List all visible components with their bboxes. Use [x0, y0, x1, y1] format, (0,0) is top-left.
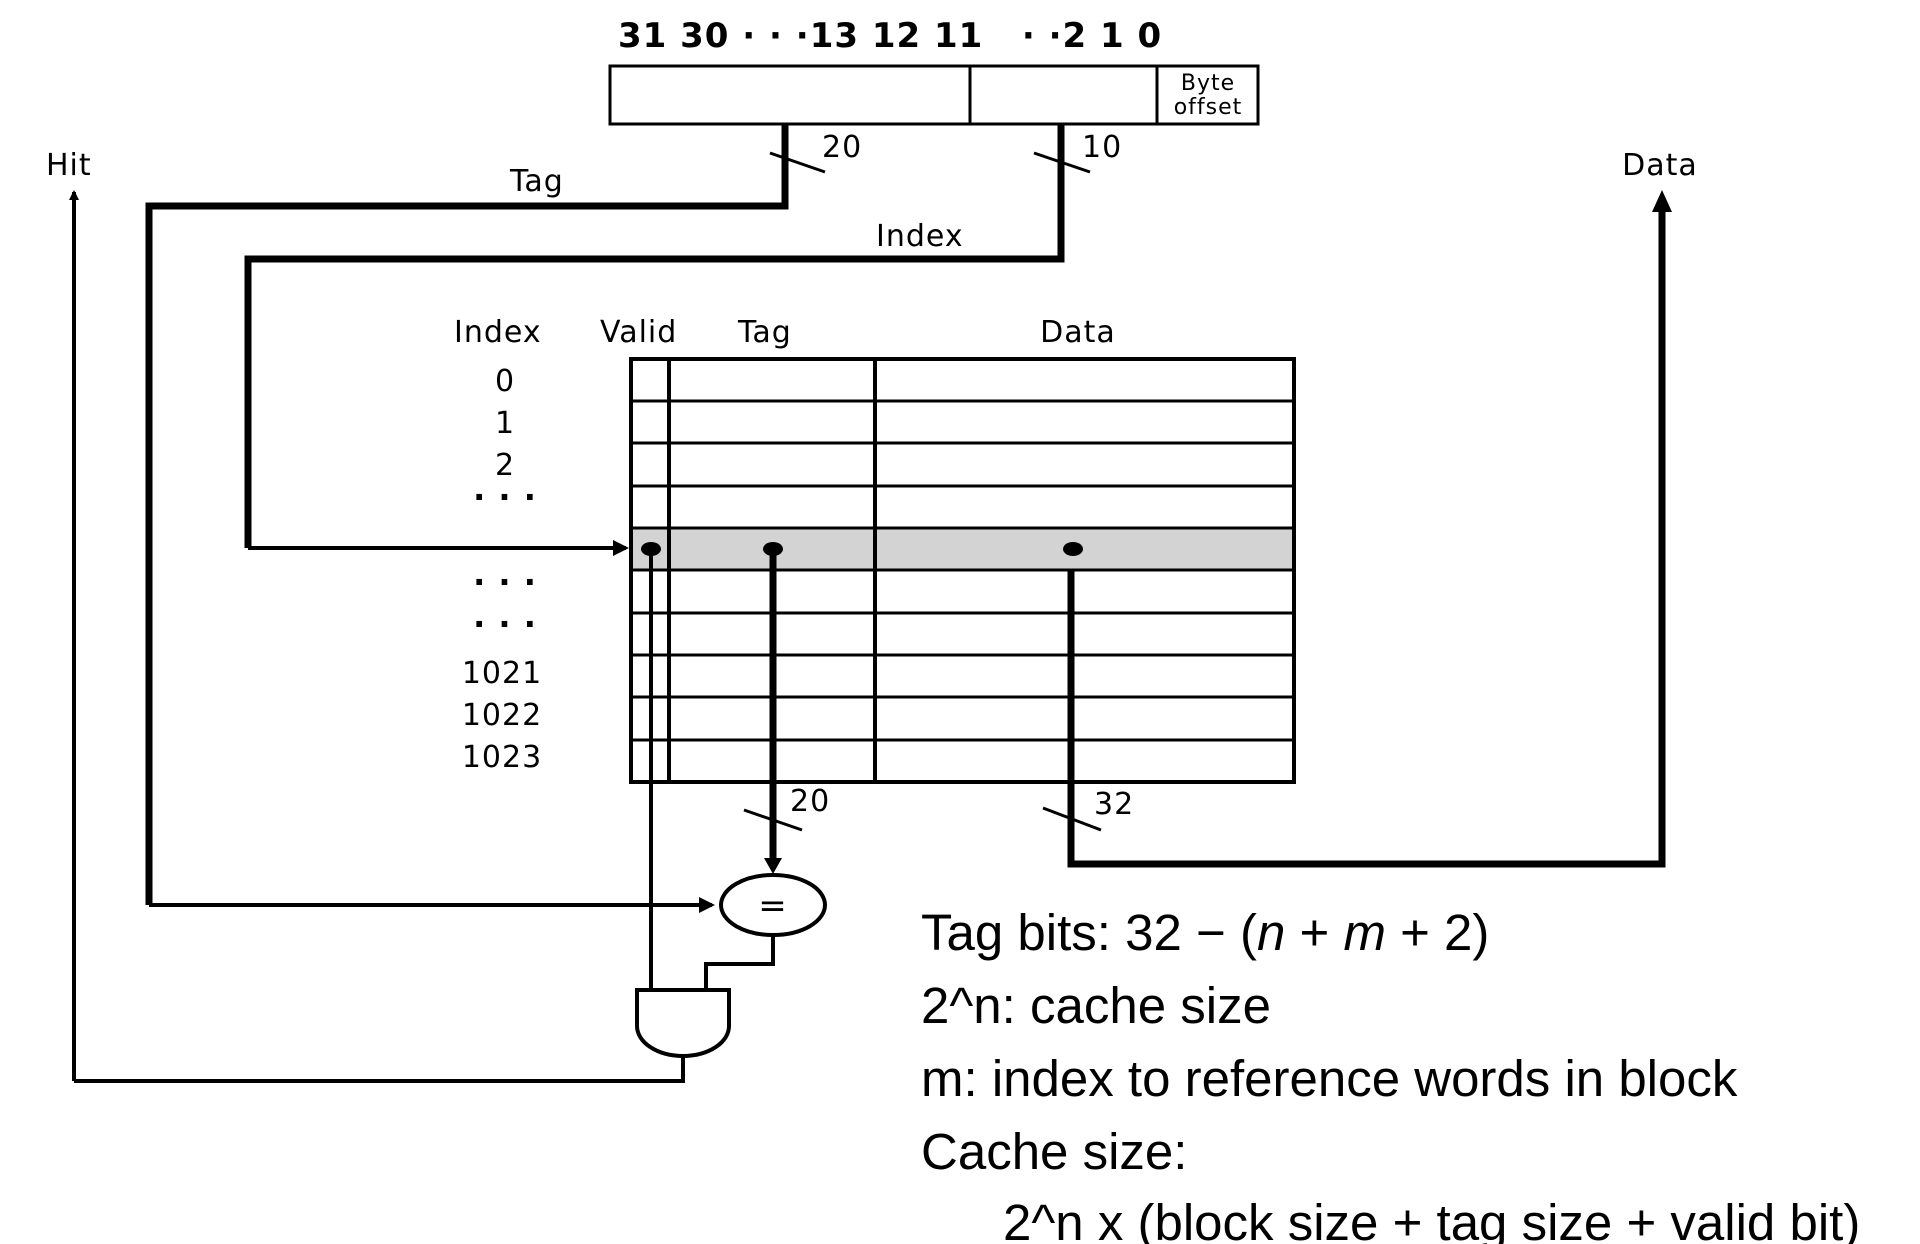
row-label-0: 0: [495, 364, 515, 399]
row-label-1023: 1023: [462, 740, 542, 775]
byte-offset-label-2: offset: [1174, 95, 1243, 120]
note-cache-size-formula: 2^n x (block size + tag size + valid bit…: [1003, 1194, 1860, 1244]
and-gate-output-wire: [74, 1052, 685, 1083]
row-ellipsis-3: · · ·: [473, 605, 537, 643]
note-tag-bits: Tag bits: 32 − (n + m + 2): [921, 904, 1489, 961]
note-var-n: n: [1257, 904, 1285, 961]
address-bit-positions: 31 30 · · ·13 12 11 · ·2 1 0: [618, 16, 1162, 56]
stored-tag-width-label: 20: [790, 784, 830, 819]
header-tag: Tag: [737, 315, 792, 350]
comparator-to-and-wire: [704, 935, 775, 990]
tag-width-slash: [769, 151, 826, 174]
data-output-wire: [1067, 210, 1666, 868]
row-label-2: 2: [495, 448, 515, 483]
row-label-1022: 1022: [462, 698, 542, 733]
row-label-1: 1: [495, 406, 515, 441]
header-valid: Valid: [600, 315, 677, 350]
data-output-label: Data: [1622, 148, 1698, 183]
note-tag-bits-part-1: Tag bits: 32 − (: [921, 904, 1257, 961]
note-cache-size-heading: Cache size:: [921, 1123, 1187, 1180]
note-tag-bits-part-3: +: [1285, 904, 1343, 961]
hit-label: Hit: [46, 148, 92, 183]
cache-table: [629, 357, 1296, 784]
row-ellipsis-1: · · ·: [473, 478, 537, 516]
stored-tag-arrowhead: [764, 858, 782, 874]
row-ellipsis-2: · · ·: [473, 563, 537, 601]
and-gate: [635, 988, 731, 1058]
note-m-index: m: index to reference words in block: [921, 1050, 1738, 1107]
header-index: Index: [454, 315, 542, 350]
data-width-label: 32: [1094, 787, 1134, 822]
header-data: Data: [1040, 315, 1116, 350]
selected-row-highlight: [631, 528, 1294, 570]
row-label-1021: 1021: [462, 656, 542, 691]
index-signal-label: Index: [876, 219, 964, 254]
note-tag-bits-part-5: + 2): [1386, 904, 1489, 961]
comparator-symbol: =: [758, 886, 788, 926]
index-width-label: 10: [1082, 130, 1122, 165]
byte-offset-label: Byte: [1181, 71, 1235, 96]
index-wire: [244, 124, 1065, 548]
tag-wire: [145, 124, 789, 905]
stored-tag-width-slash: [743, 808, 803, 832]
tag-signal-label: Tag: [509, 164, 564, 199]
note-cache-size-exponent: 2^n: cache size: [921, 977, 1271, 1034]
address-register: [608, 64, 1260, 126]
note-var-m: m: [1343, 904, 1385, 961]
tag-width-label: 20: [822, 130, 862, 165]
data-tap-point: [1063, 542, 1083, 556]
data-output-arrowhead: [1652, 190, 1672, 212]
index-width-slash: [1033, 151, 1091, 174]
data-width-slash: [1042, 806, 1102, 832]
